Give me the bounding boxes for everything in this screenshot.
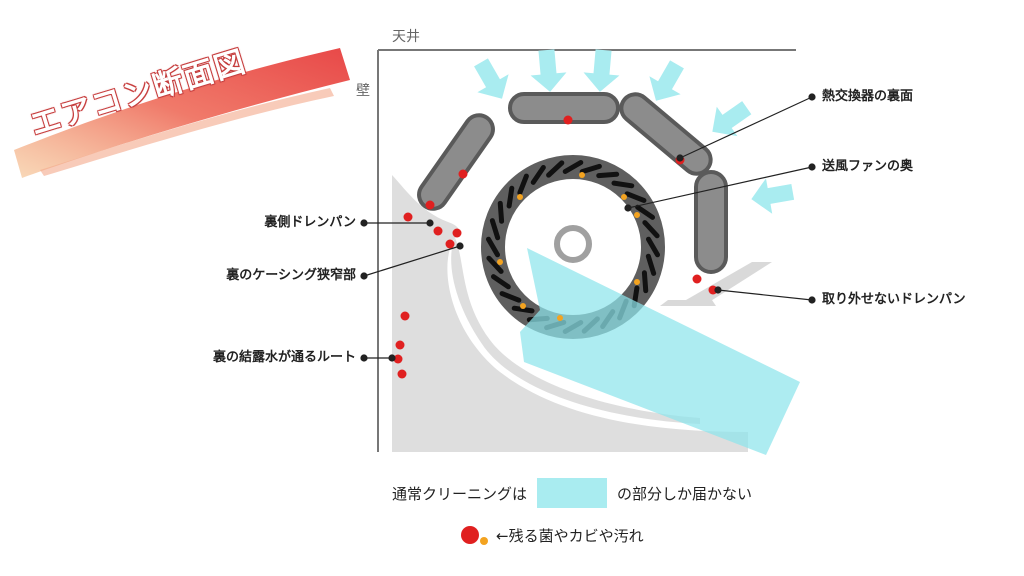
dirt-dot-red xyxy=(400,311,410,321)
fan-blade xyxy=(611,180,635,189)
fan-blade xyxy=(646,236,660,258)
airflow-arrow xyxy=(474,58,509,99)
dirt-dot-red xyxy=(425,200,435,210)
airflow-arrow xyxy=(712,101,752,137)
dirt-dot-red xyxy=(393,354,403,364)
page-title: エアコン断面図 xyxy=(26,44,251,144)
callout-non-removable-drain-pan: 取り外せないドレンパン xyxy=(822,292,966,307)
airflow-arrow xyxy=(530,49,567,92)
legend-dot-yellow xyxy=(480,537,488,545)
callout-fan-interior: 送風ファンの奥 xyxy=(822,159,914,174)
dirt-dot-yellow xyxy=(557,315,563,321)
airflow-arrows xyxy=(474,49,795,214)
heat-exchanger-fin xyxy=(619,92,713,176)
right-drain-pan-base xyxy=(660,300,716,306)
fan-blade xyxy=(489,218,501,241)
dirt-dot-red xyxy=(433,226,443,236)
fan-blade xyxy=(486,236,501,258)
fan-blade xyxy=(490,274,511,290)
legend-reach-prefix: 通常クリーニングは xyxy=(392,484,528,503)
legend-reach-swatch xyxy=(537,478,608,508)
ceiling-label: 天井 xyxy=(392,29,420,45)
dirt-dot-red xyxy=(403,212,413,222)
cleaning-reach-area xyxy=(520,248,800,455)
fan-blade xyxy=(562,160,584,174)
dirt-dot-yellow xyxy=(579,172,585,178)
fan-blade xyxy=(624,191,647,203)
fan-blade xyxy=(645,253,657,276)
fan-blade xyxy=(517,173,529,196)
dirt-dot-red xyxy=(458,169,468,179)
dirt-dots xyxy=(393,115,718,379)
dirt-dot-yellow xyxy=(497,259,503,265)
airflow-arrow xyxy=(649,60,684,101)
fan-blade xyxy=(486,255,504,274)
fan-blade xyxy=(596,171,620,179)
wall-label: 壁 xyxy=(356,83,370,99)
legend-remaining-text: ←残る菌やカビや汚れ xyxy=(496,526,644,545)
title-brush xyxy=(14,48,350,178)
dirt-dot-red xyxy=(445,239,455,249)
fan-blade xyxy=(511,305,535,314)
dirt-dot-red xyxy=(452,228,462,238)
fan-blade xyxy=(641,270,649,294)
legend-remaining: ←残る菌やカビや汚れ xyxy=(460,522,644,548)
heat-exchanger-fin xyxy=(417,113,495,211)
fan-blade xyxy=(499,291,522,303)
fan-blade xyxy=(530,164,546,185)
dirt-dot-yellow xyxy=(517,194,523,200)
callout-narrow-casing-back: 裏のケーシング狭窄部 xyxy=(226,268,356,283)
airflow-arrow xyxy=(583,49,620,92)
dirt-dot-red xyxy=(563,115,573,125)
heat-exchanger-fin xyxy=(508,92,620,124)
callout-heat-exchanger-back: 熱交換器の裏面 xyxy=(822,89,914,104)
title-area: エアコン断面図 xyxy=(0,40,360,170)
fan-blade xyxy=(635,204,656,220)
fan-blade xyxy=(506,185,515,209)
dirt-dot-yellow xyxy=(520,303,526,309)
fan-blade xyxy=(546,160,565,178)
airflow-arrow xyxy=(751,178,795,214)
legend-reach: 通常クリーニングは の部分しか届かない xyxy=(392,478,752,508)
dirt-dot-yellow xyxy=(621,194,627,200)
dirt-dot-red xyxy=(395,340,405,350)
fan-hub xyxy=(554,225,592,263)
callout-rear-drain-pan: 裏側ドレンパン xyxy=(264,215,356,230)
fan-blade xyxy=(497,200,505,224)
legend-dot-red xyxy=(461,526,479,544)
leader-lines xyxy=(360,93,816,362)
heat-exchanger-fin xyxy=(694,170,728,274)
dirt-dot-red xyxy=(397,369,407,379)
right-drain-pan xyxy=(686,262,772,304)
dirt-dot-yellow xyxy=(634,279,640,285)
callout-condensation-route: 裏の結露水が通るルート xyxy=(212,350,356,365)
fan-blade xyxy=(579,163,602,175)
legend-reach-suffix: の部分しか届かない xyxy=(617,484,753,503)
fan-blade xyxy=(642,220,660,239)
casing-body xyxy=(392,175,748,452)
dirt-dot-red xyxy=(692,274,702,284)
dirt-dot-yellow xyxy=(634,212,640,218)
